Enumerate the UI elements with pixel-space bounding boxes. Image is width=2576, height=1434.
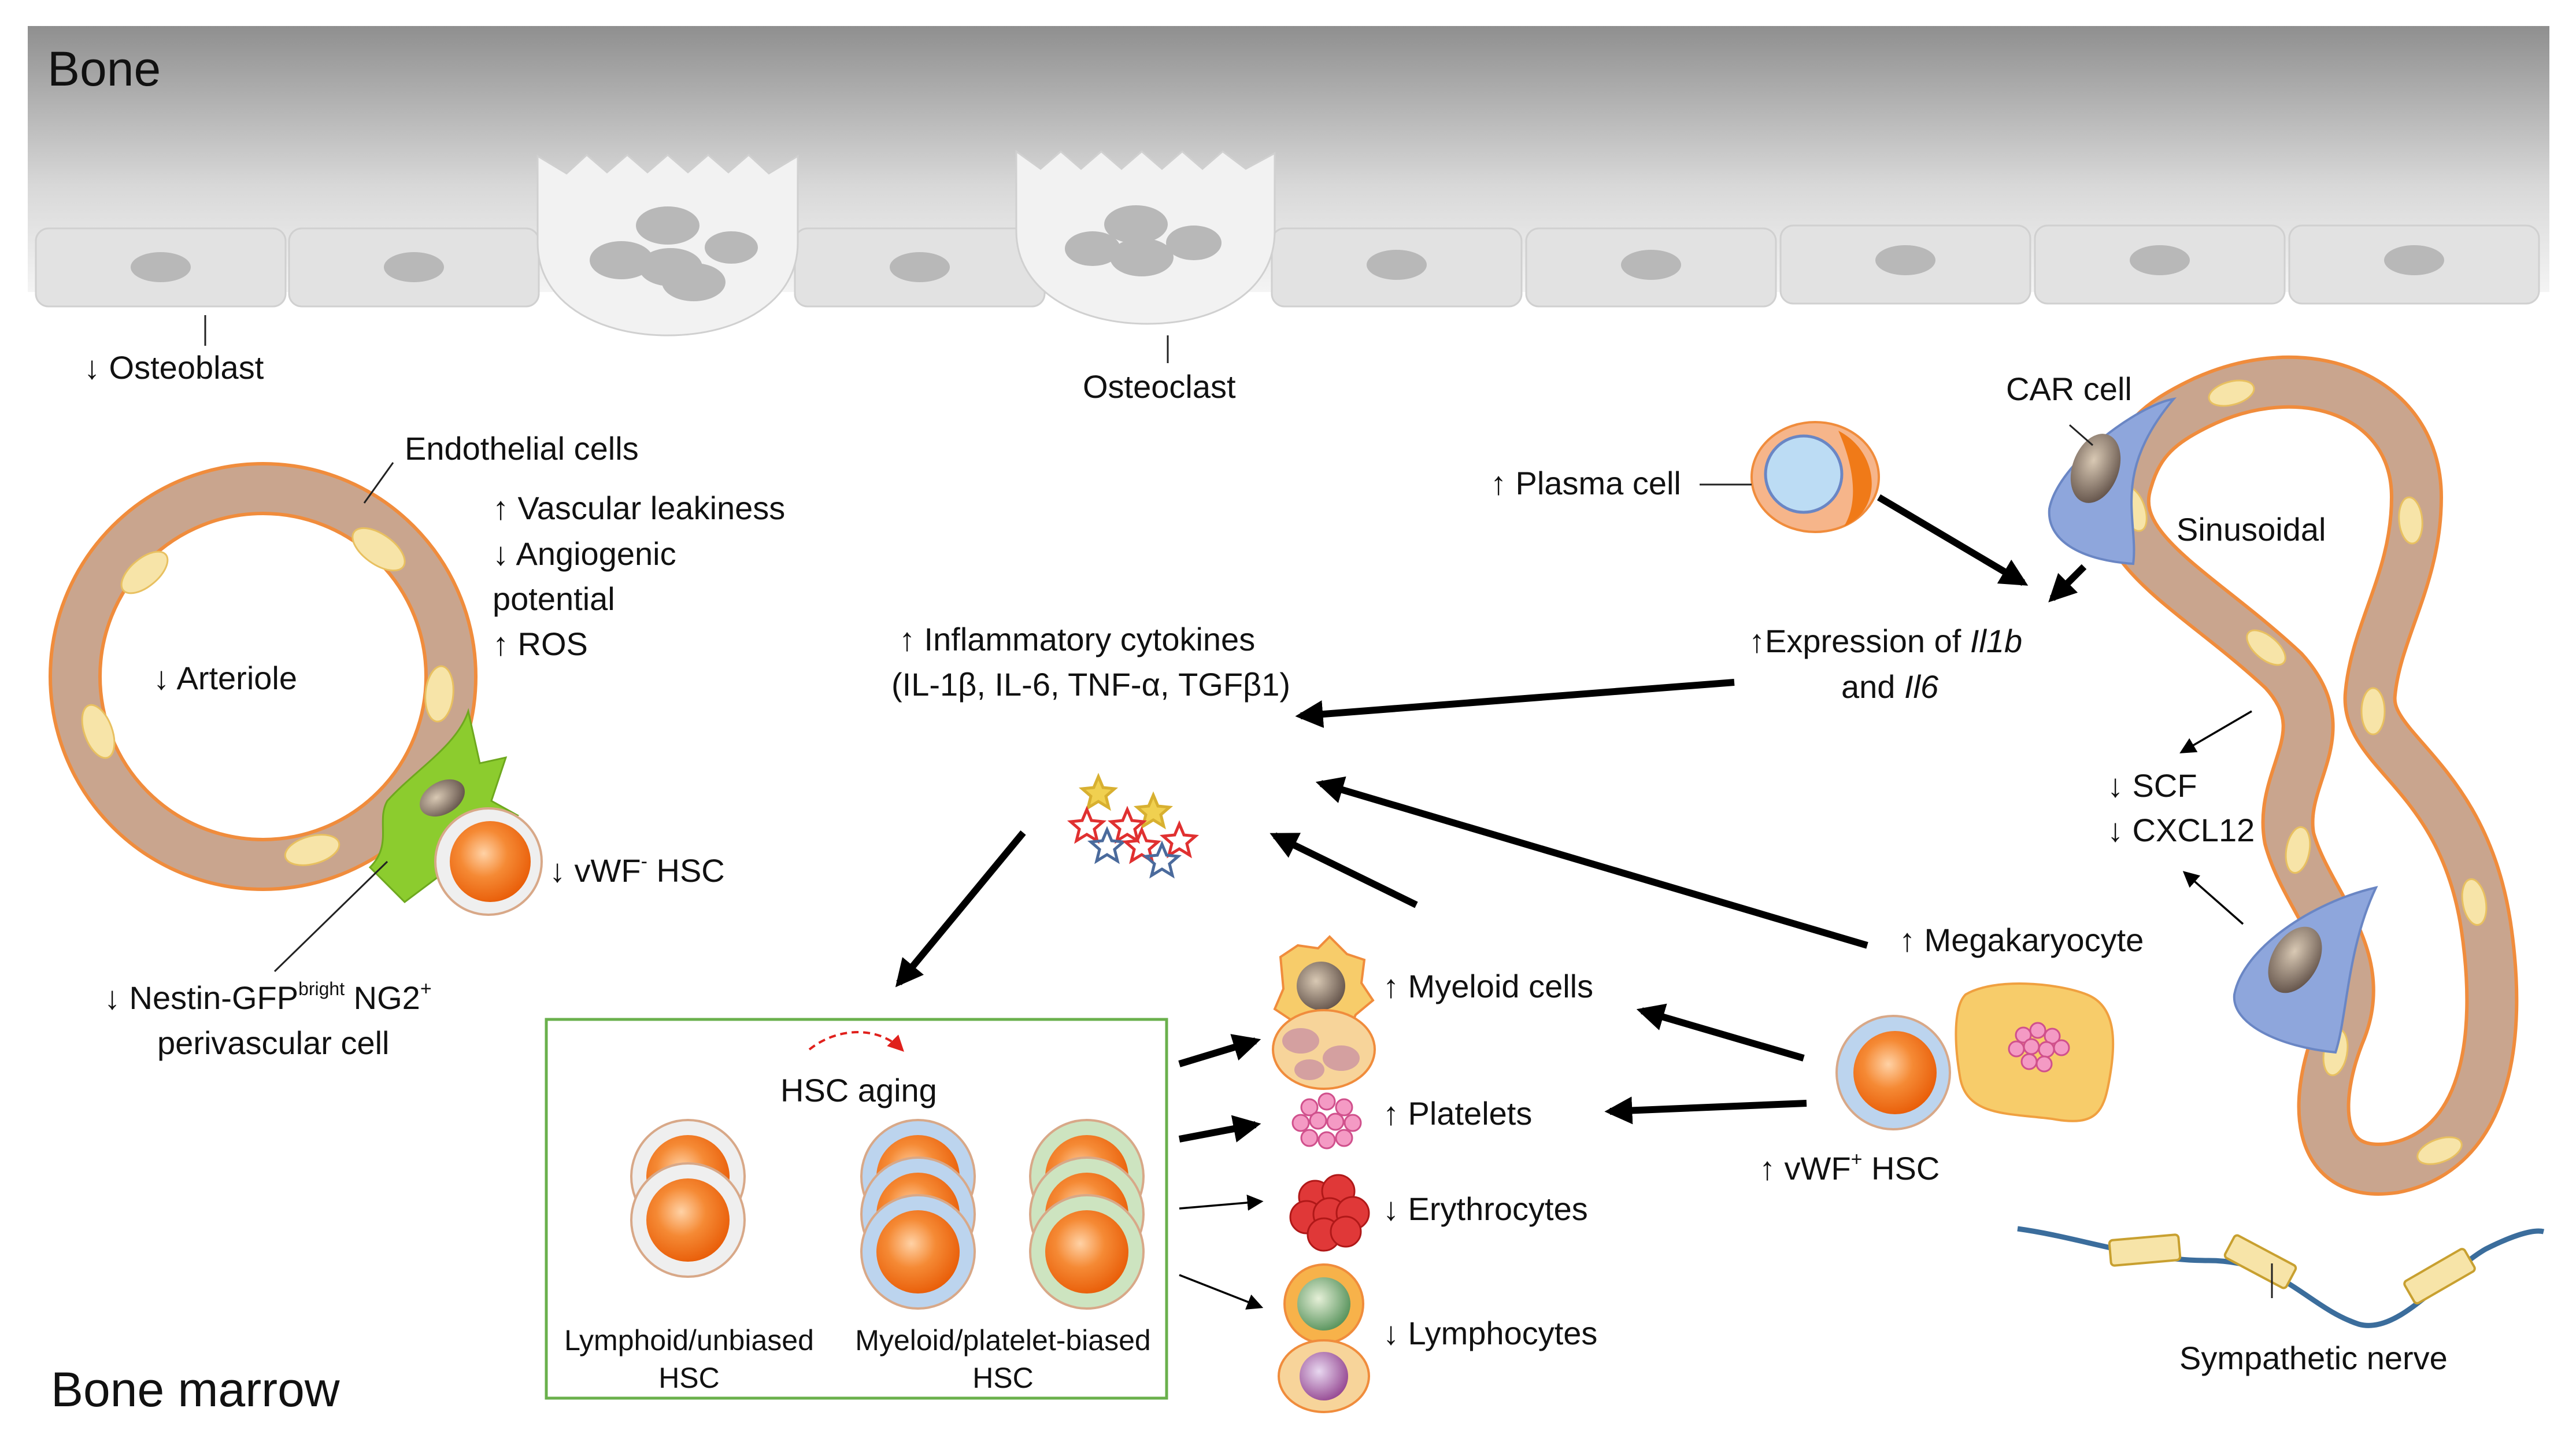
- cytokine-list-label: (IL-1β, IL-6, TNF-α, TGFβ1): [891, 666, 1290, 703]
- plasma-cell: [1750, 421, 1880, 533]
- megakaryocyte-label: ↑ Megakaryocyte: [1899, 922, 2144, 958]
- lymphocytes-label: ↓ Lymphocytes: [1383, 1315, 1597, 1351]
- erythrocytes-label: ↓ Erythrocytes: [1383, 1191, 1588, 1227]
- endothelial-cells-label: Endothelial cells: [405, 430, 639, 467]
- vwf-positive-hsc-label: ↑ vWF+ HSC: [1759, 1148, 1940, 1187]
- megakaryocyte-cell: [1955, 982, 2115, 1122]
- osteoblast-label: ↓ Osteoblast: [84, 349, 264, 386]
- arrows: [895, 494, 2252, 1310]
- vwf-negative-hsc-label: ↓ vWF- HSC: [549, 851, 725, 889]
- car-cell-bottom: [2233, 886, 2378, 1054]
- expression-label-2: and Il6: [1841, 668, 1939, 705]
- lymphoid-unbiased-label-1: Lymphoid/unbiased: [564, 1324, 814, 1357]
- vascular-leakiness-label: ↑ Vascular leakiness: [493, 490, 785, 526]
- lymphoid-unbiased-hsc-stack: [630, 1119, 746, 1278]
- platelets-icon: [1291, 1092, 1362, 1150]
- vwf-negative-hsc: [434, 807, 543, 916]
- cxcl12-label: ↓ CXCL12: [2107, 812, 2255, 848]
- scf-label: ↓ SCF: [2107, 767, 2197, 804]
- myeloid-cells-label: ↑ Myeloid cells: [1383, 968, 1593, 1004]
- myeloid-biased-hsc-stack-green: [1029, 1119, 1145, 1310]
- erythrocytes-icon: [1289, 1174, 1370, 1252]
- labels: ↓ Osteoblast Osteoclast Endothelial cell…: [51, 349, 2448, 1417]
- expression-label-1: ↑Expression of Il1b: [1749, 623, 2022, 659]
- sympathetic-nerve: [2017, 1226, 2545, 1328]
- osteoclast-left: [536, 153, 799, 337]
- myeloid-cells-icon: [1272, 935, 1376, 1090]
- cytokine-stars: [1067, 773, 1200, 879]
- car-cell-top: [2048, 397, 2177, 566]
- arteriole-label: ↓ Arteriole: [153, 660, 297, 696]
- lymphocytes-icon: [1278, 1263, 1370, 1413]
- bone-marrow-label: Bone marrow: [51, 1362, 340, 1417]
- sympathetic-nerve-label: Sympathetic nerve: [2179, 1340, 2448, 1376]
- osteoblast-nuclei: [131, 245, 2444, 282]
- platelets-label: ↑ Platelets: [1383, 1095, 1532, 1132]
- osteoclast-center: [1015, 150, 1276, 325]
- car-cell-label: CAR cell: [2006, 371, 2132, 407]
- myeloid-biased-label-1: Myeloid/platelet-biased: [855, 1324, 1150, 1357]
- myeloid-biased-hsc-stack-blue: [860, 1119, 976, 1310]
- myeloid-biased-label-2: HSC: [972, 1362, 1034, 1394]
- angiogenic-label-2: potential: [493, 581, 615, 617]
- angiogenic-label-1: ↓ Angiogenic: [493, 535, 676, 572]
- osteoclast-label: Osteoclast: [1083, 368, 1236, 405]
- leader-lines: [204, 315, 2273, 1298]
- arteriole-vessel: [49, 462, 478, 891]
- plasma-cell-label: ↑ Plasma cell: [1490, 465, 1681, 501]
- lymphoid-unbiased-label-2: HSC: [658, 1362, 720, 1394]
- ros-label: ↑ ROS: [493, 626, 588, 662]
- perivascular-cell-label: perivascular cell: [157, 1025, 390, 1061]
- vwf-positive-hsc: [1835, 1015, 1951, 1130]
- bone-label: Bone: [47, 42, 161, 96]
- nestin-label: ↓ Nestin-GFPbright NG2+: [104, 978, 432, 1016]
- inflammatory-cytokines-label: ↑ Inflammatory cytokines: [899, 621, 1255, 657]
- hsc-aging-label: HSC aging: [780, 1072, 937, 1108]
- sinusoidal-label: Sinusoidal: [2177, 511, 2326, 548]
- perivascular-cell: [368, 708, 520, 903]
